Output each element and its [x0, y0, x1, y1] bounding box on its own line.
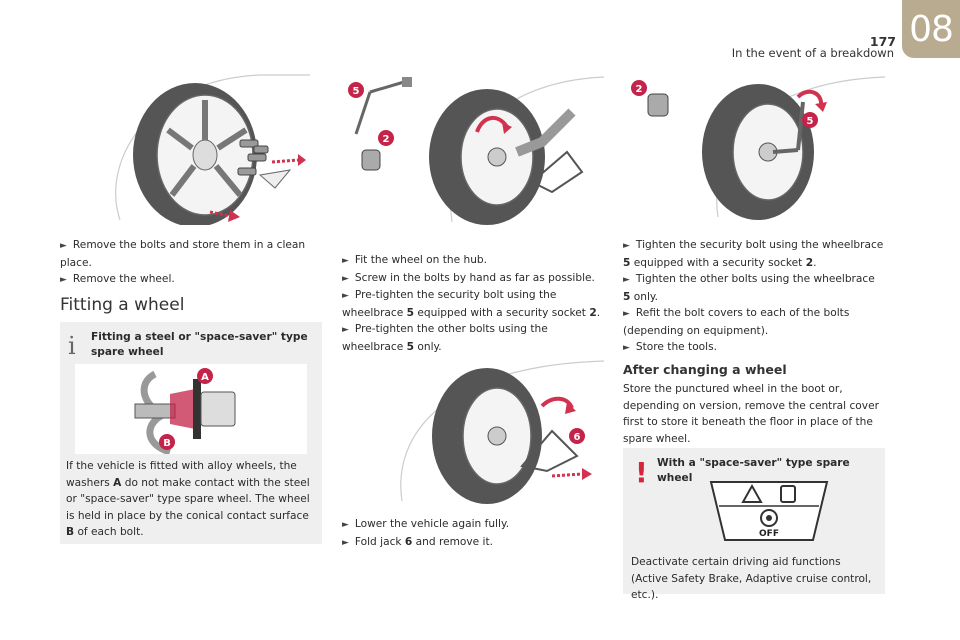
chapter-tab: 08 — [902, 0, 960, 58]
hazard-triangle-icon — [741, 483, 763, 503]
bullet-screw-bolts: ►Screw in the bolts by hand as far as po… — [342, 271, 595, 284]
warning-title: With a "space-saver" type spare wheel — [657, 457, 850, 484]
callout-5: 5 — [353, 86, 360, 97]
bullet-tighten-others: ►Tighten the other bolts using the wheel… — [623, 273, 875, 303]
warning-body: Deactivate certain driving aid functions… — [631, 556, 872, 601]
remove-bolts-illustration — [115, 74, 310, 225]
driving-aid-icon — [760, 509, 778, 527]
heading-fitting-wheel: Fitting a wheel — [60, 295, 185, 315]
callout-a: A — [201, 372, 209, 383]
bullet-refit-covers: ►Refit the bolt covers to each of the bo… — [623, 307, 850, 337]
bullet-arrow-icon: ► — [342, 291, 349, 301]
info-box-spare-wheel: i Fitting a steel or "space-saver" type … — [60, 322, 322, 544]
bullet-store-tools: ►Store the tools. — [623, 341, 717, 353]
bullet-arrow-icon: ► — [623, 275, 630, 285]
washer-bolt-image: A B — [75, 364, 307, 456]
bullet-arrow-icon: ► — [342, 537, 349, 548]
bullet-pretighten-others: ►Pre-tighten the other bolts using the w… — [342, 323, 548, 353]
off-label: OFF — [759, 529, 779, 539]
bullet-tighten-security: ►Tighten the security bolt using the whe… — [623, 239, 884, 269]
fit-wheel-illustration: 5 2 — [348, 76, 604, 225]
lower-vehicle-illustration: 6 — [400, 360, 604, 504]
callout-2: 2 — [636, 84, 643, 95]
callout-5: 5 — [807, 116, 814, 127]
bullet-arrow-icon: ► — [60, 275, 67, 285]
bullet-arrow-icon: ► — [623, 343, 630, 353]
bullet-arrow-icon: ► — [342, 256, 349, 266]
info-body: If the vehicle is fitted with alloy whee… — [66, 460, 310, 538]
callout-2: 2 — [383, 134, 390, 145]
bullet-fit-wheel: ►Fit the wheel on the hub. — [342, 254, 488, 266]
info-title: Fitting a steel or "space-saver" type sp… — [91, 331, 308, 358]
bullet-pretighten-security: ►Pre-tighten the security bolt using the… — [342, 289, 601, 319]
bullet-arrow-icon: ► — [623, 309, 630, 319]
callout-6: 6 — [574, 432, 581, 443]
bullet-arrow-icon: ► — [342, 273, 349, 284]
warning-box-space-saver: ! With a "space-saver" type spare wheel … — [623, 448, 885, 601]
callout-b: B — [163, 438, 171, 449]
bullet-fold-jack: ►Fold jack 6 and remove it. — [342, 535, 494, 548]
bullet-lower-vehicle: ►Lower the vehicle again fully. — [342, 518, 510, 530]
bullet-arrow-icon: ► — [342, 520, 349, 530]
warning-icon: ! — [635, 456, 648, 489]
dashboard-panel-image: OFF — [709, 481, 829, 541]
info-manual-icon — [780, 485, 796, 503]
section-title: In the event of a breakdown — [731, 46, 894, 60]
info-icon: i — [68, 332, 76, 360]
tighten-bolts-illustration: 2 5 — [631, 76, 885, 220]
heading-after-changing: After changing a wheel — [623, 362, 787, 377]
bullet-remove-bolts: ►Remove the bolts and store them in a cl… — [60, 239, 306, 269]
bullet-arrow-icon: ► — [342, 325, 349, 335]
bullet-arrow-icon: ► — [623, 241, 630, 251]
bullet-remove-wheel: ►Remove the wheel. — [60, 273, 175, 285]
page-number: 177 — [869, 34, 896, 49]
after-changing-paragraph: Store the punctured wheel in the boot or… — [623, 383, 879, 445]
bullet-arrow-icon: ► — [60, 241, 67, 251]
